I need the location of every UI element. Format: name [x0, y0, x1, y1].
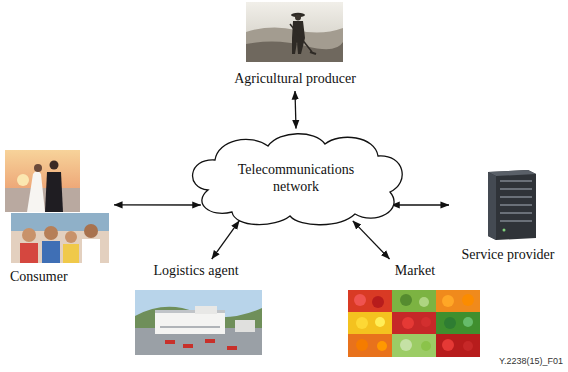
illustration-part — [488, 172, 496, 240]
illustration-part — [155, 312, 225, 334]
logistics-agent-node: Logistics agent — [130, 262, 262, 358]
illustration-part — [462, 294, 474, 306]
illustration-part — [348, 290, 392, 312]
family-photo — [11, 213, 109, 263]
illustration-part — [235, 320, 255, 332]
illustration-part — [488, 170, 536, 176]
illustration-part — [27, 171, 45, 212]
illustration-part — [160, 326, 220, 328]
illustration-part — [463, 341, 473, 351]
illustration-part — [22, 228, 36, 242]
illustration-part — [183, 344, 193, 348]
node-caption: Logistics agent — [153, 262, 238, 280]
illustration-part — [63, 244, 79, 263]
illustration-part — [310, 52, 316, 54]
figure-number: Y.2238(15)_F01 — [499, 356, 563, 366]
illustration-part — [45, 172, 63, 212]
illustration-part — [372, 296, 384, 308]
node-caption: Agricultural producer — [234, 70, 356, 88]
illustration-part — [34, 164, 42, 172]
node-caption: Market — [395, 262, 435, 280]
vegetable-market-photo — [348, 290, 480, 357]
illustration-part — [442, 339, 454, 351]
double-arrow — [212, 221, 239, 259]
illustration-part — [348, 312, 392, 334]
illustration-part — [444, 317, 456, 329]
illustration-part — [377, 341, 387, 351]
illustration-part — [503, 229, 506, 232]
illustration-part — [402, 317, 414, 329]
illustration-part — [354, 294, 366, 306]
double-arrow — [353, 221, 390, 259]
illustration-part — [295, 15, 301, 21]
warehouse-photo — [135, 290, 262, 355]
illustration-part — [292, 21, 305, 54]
double-arrow — [295, 91, 296, 129]
illustration-part — [20, 243, 38, 263]
illustration-part — [500, 196, 532, 198]
illustration-part — [421, 317, 431, 327]
illustration-part — [392, 334, 436, 357]
illustration-part — [400, 294, 412, 306]
node-caption: Consumer — [10, 268, 68, 286]
illustration-part — [50, 161, 59, 170]
server-image — [480, 168, 540, 240]
illustration-part — [419, 297, 429, 307]
network-cloud: Telecommunications network — [180, 128, 412, 228]
illustration-part — [356, 317, 368, 329]
illustration-part — [500, 204, 532, 206]
illustration-part — [227, 346, 237, 350]
illustration-part — [500, 180, 532, 182]
service-provider-node: Service provider — [452, 168, 564, 264]
market-node: Market — [348, 262, 482, 359]
illustration-part — [500, 220, 532, 222]
illustration-part — [205, 339, 215, 343]
illustration-part — [135, 290, 262, 355]
illustration-part — [436, 312, 480, 334]
illustration-part — [436, 334, 480, 357]
cloud-outline — [180, 128, 412, 228]
illustration-part — [5, 150, 80, 212]
illustration-part — [348, 290, 480, 357]
illustration-part — [290, 24, 312, 52]
farmer-photo — [246, 2, 343, 62]
illustration-part — [348, 334, 392, 357]
illustration-part — [400, 339, 412, 351]
illustration-part — [375, 317, 385, 327]
consumer-node: Consumer — [5, 150, 111, 286]
couple-photo — [5, 150, 80, 212]
illustration-part — [165, 340, 175, 344]
illustration-part — [421, 341, 431, 351]
illustration-part — [82, 239, 100, 263]
illustration-part — [246, 2, 343, 62]
illustration-part — [11, 213, 109, 263]
agricultural-producer-node: Agricultural producer — [225, 2, 365, 88]
illustration-part — [500, 188, 532, 190]
illustration-part — [500, 212, 532, 214]
illustration-part — [195, 306, 217, 314]
illustration-part — [84, 224, 98, 238]
node-caption: Service provider — [462, 246, 555, 264]
illustration-part — [488, 170, 536, 240]
illustration-part — [65, 231, 77, 243]
illustration-part — [436, 290, 480, 312]
illustration-part — [442, 295, 454, 307]
illustration-part — [356, 339, 368, 351]
illustration-part — [42, 241, 60, 263]
illustration-part — [17, 174, 29, 186]
double-arrow — [391, 204, 449, 205]
cloud-label: Telecommunications network — [221, 161, 371, 195]
illustration-part — [44, 226, 58, 240]
double-arrow — [114, 204, 201, 205]
illustration-part — [463, 317, 473, 327]
cloud-path — [193, 134, 403, 225]
illustration-part — [392, 312, 436, 334]
illustration-part — [392, 290, 436, 312]
